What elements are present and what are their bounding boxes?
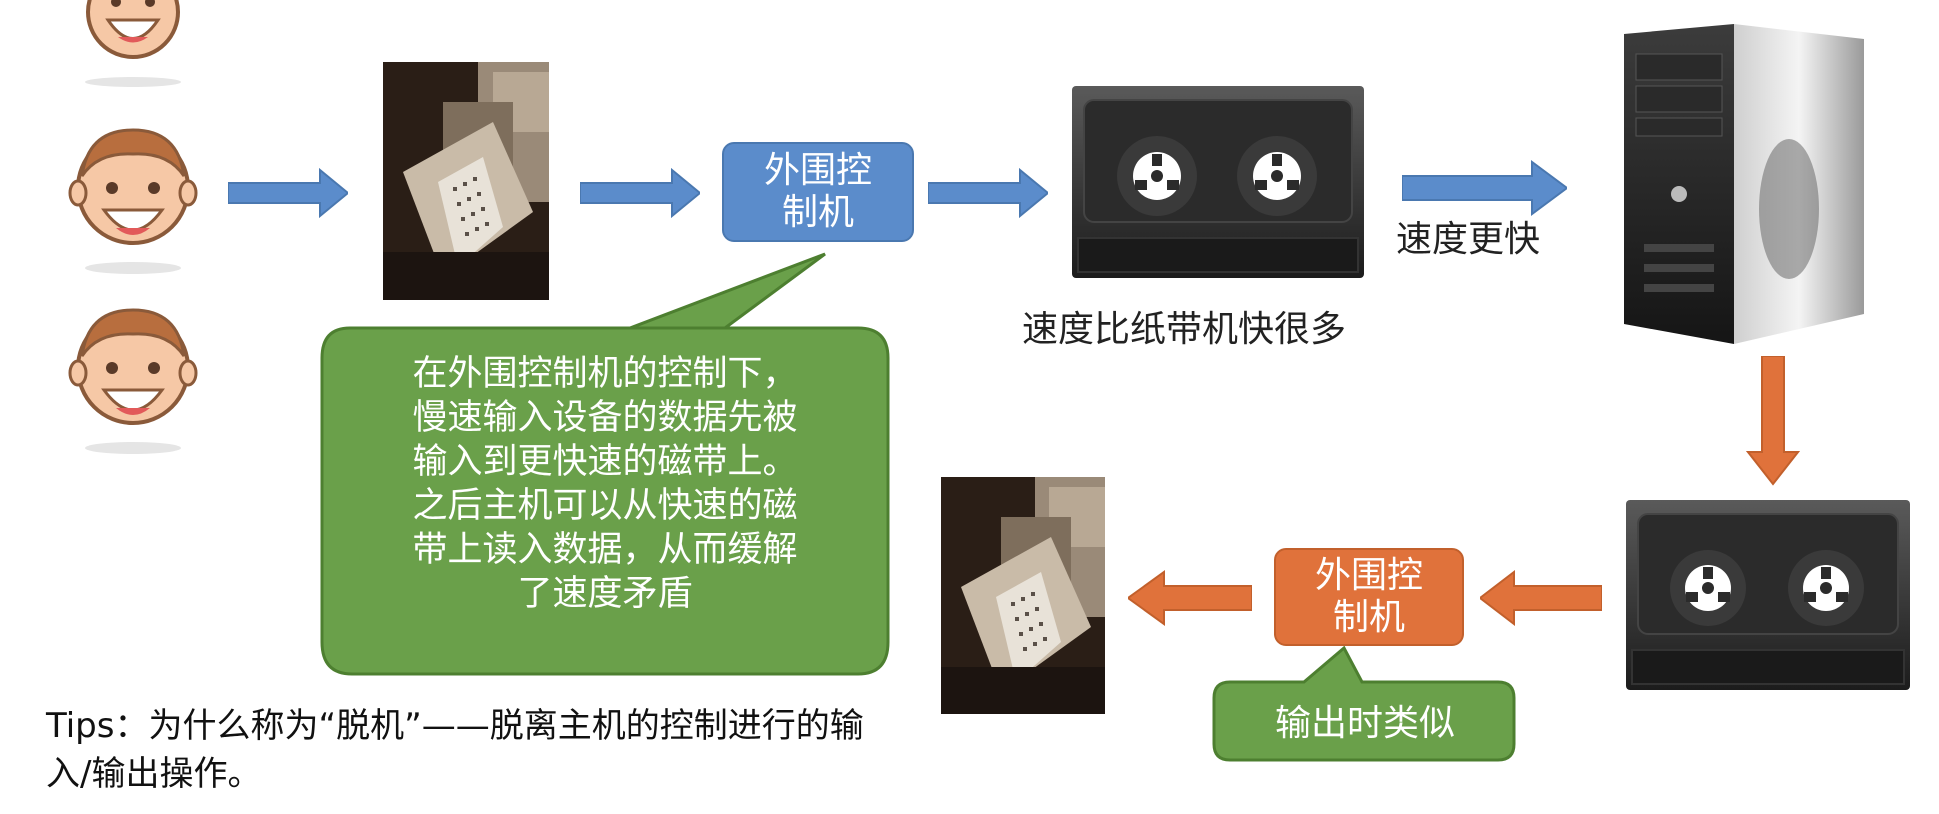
arrow-left-icon	[1128, 570, 1252, 626]
callout-bubble	[320, 252, 890, 676]
output-note-text: 输出时类似	[1274, 703, 1455, 744]
tape-drive-icon	[1626, 500, 1910, 690]
computer-tower-icon	[1624, 24, 1864, 344]
tape-drive-icon	[1072, 86, 1364, 278]
arrow-left-icon	[1480, 570, 1602, 626]
callout-text: 在外围控制机的控制下， 慢速输入设备的数据先被 输入到更快速的磁带上。 之后主机…	[412, 354, 798, 614]
arrow-right-icon	[1402, 160, 1567, 216]
user-face-icon	[68, 308, 198, 454]
peripheral-controller-output: 外围控 制机	[1274, 548, 1464, 646]
faster-caption: 速度更快	[1396, 219, 1541, 260]
peripheral-controller-input: 外围控 制机	[722, 142, 914, 242]
tips-text: Tips：为什么称为“脱机”——脱离主机的控制进行的输入/输出操作。	[46, 706, 864, 794]
user-face-icon	[68, 128, 198, 274]
tape-speed-caption: 速度比纸带机快很多	[1022, 309, 1347, 350]
output-note-bubble	[1212, 646, 1516, 762]
paper-tape-machine-icon	[941, 477, 1105, 714]
arrow-down-icon	[1746, 356, 1800, 486]
paper-tape-machine-icon	[383, 62, 549, 300]
arrow-right-icon	[228, 168, 348, 218]
arrow-right-icon	[928, 168, 1048, 218]
arrow-right-icon	[580, 168, 700, 218]
user-face-icon	[85, 0, 181, 87]
